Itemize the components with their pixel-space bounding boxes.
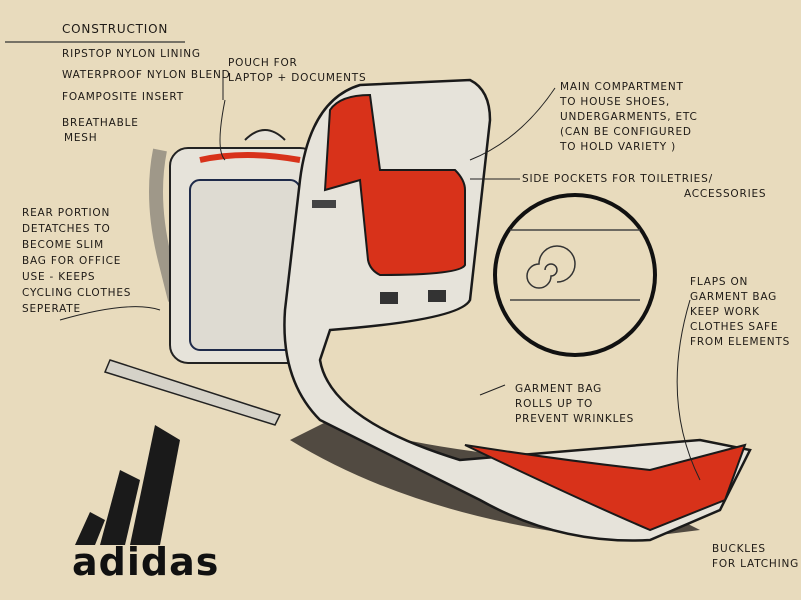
construction-item: mesh [64,132,98,144]
construction-item: Foamposite insert [62,91,184,103]
garment-bag-note: Garment bagrolls up toprevent wrinkles [515,383,635,425]
construction-item: Breathable [62,117,139,129]
adidas-logo-stripes [75,425,180,545]
detail-circle [493,193,657,357]
main-bag [283,78,752,542]
leader-lines [59,70,701,481]
construction-item: Ripstop nylon lining [62,48,201,60]
rear-portion-note: Rear portiondetatches tobecome slimbag f… [22,207,132,315]
pouch-note: Pouch forlaptop + documents [228,57,367,84]
main-compartment-note: Main compartmentto house shoes,undergarm… [560,81,698,153]
flaps-note: Flaps ongarment bagkeep workclothes safe… [690,276,791,348]
detach-arrow [103,359,282,426]
construction-item: Waterproof nylon blend [62,69,231,81]
side-pockets-note: Side pockets for toiletries/Accessories [522,173,767,200]
buckles-note: Bucklesfor latching [712,543,800,570]
construction-heading: Construction [62,22,169,36]
adidas-logo: adidas [72,540,220,584]
